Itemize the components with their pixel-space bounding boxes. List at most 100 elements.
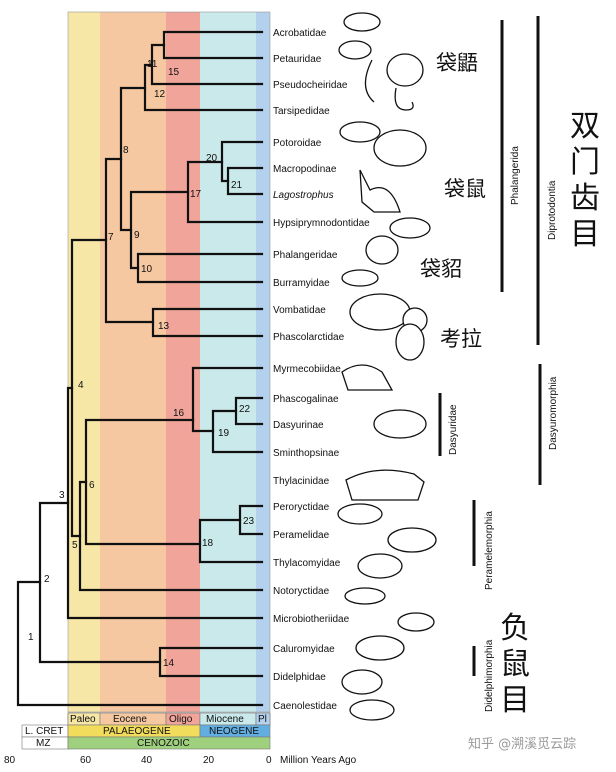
tip-label: Vombatidae xyxy=(273,305,326,316)
node-label: 3 xyxy=(59,490,65,501)
node-label: 14 xyxy=(163,658,175,669)
shuangmen-char: 齿 xyxy=(570,181,600,216)
band-miocene xyxy=(200,12,256,712)
dasyuridae-label: Dasyuridae xyxy=(448,404,459,455)
quoll-drawing xyxy=(373,409,427,439)
shuangmen-char: 双 xyxy=(570,109,600,144)
tip-label: Phascolarctidae xyxy=(273,332,345,343)
numbat-drawing xyxy=(341,364,394,391)
phalangerida-label: Phalangerida xyxy=(510,146,521,205)
tip-label: Lagostrophus xyxy=(273,190,334,201)
node-label: 20 xyxy=(206,153,218,164)
fushu-char: 目 xyxy=(500,683,530,718)
tip-label: Pseudocheiridae xyxy=(273,80,348,91)
shuangmen-char: 门 xyxy=(570,145,600,180)
node-label: 13 xyxy=(158,321,170,332)
dasyuromorphia-label: Dasyuromorphia xyxy=(548,376,559,450)
axis-tick: 40 xyxy=(141,755,153,766)
period-label: NEOGENE xyxy=(209,726,259,737)
node-label: 11 xyxy=(147,59,158,70)
tip-label: Thylacinidae xyxy=(273,476,330,487)
node-label: 1 xyxy=(28,632,34,643)
node-label: 10 xyxy=(141,264,153,275)
band-eocene xyxy=(100,12,166,712)
diprotodontia-label: Diprotodontia xyxy=(547,180,558,240)
node-label: 21 xyxy=(231,180,243,191)
node-label: 17 xyxy=(190,189,202,200)
node-label: 7 xyxy=(108,232,114,243)
period-label: PALAEOGENE xyxy=(103,726,171,737)
daidiao-label: 袋貂 xyxy=(420,257,462,281)
daishu-label: 袋鼠 xyxy=(444,177,486,201)
peramelemorphia-label: Peramelemorphia xyxy=(484,511,495,590)
node-label: 9 xyxy=(134,230,140,241)
epoch-label: Oligo xyxy=(169,714,193,725)
tip-label: Dasyurinae xyxy=(273,420,324,431)
watermark: 知乎 @溯溪觅云踪 xyxy=(468,736,576,752)
band-pliocene xyxy=(256,12,270,712)
kangaroo-drawing xyxy=(339,121,431,239)
band-paleocene xyxy=(68,12,100,712)
band-oligocene xyxy=(166,12,200,712)
animal-illustrations xyxy=(337,12,437,721)
glider-drawing xyxy=(338,12,424,111)
tip-label: Phascogalinae xyxy=(273,394,339,405)
thylacine-drawing xyxy=(345,469,425,501)
daiyou-label: 袋鼯 xyxy=(436,51,478,75)
node-labels: 1 2 3 4 5 6 7 8 9 10 11 12 13 14 15 16 1… xyxy=(28,59,255,669)
tip-label: Tarsipedidae xyxy=(273,106,330,117)
tree-branches xyxy=(16,30,264,707)
tip-label: Potoroidae xyxy=(273,138,322,149)
tip-label: Notoryctidae xyxy=(273,586,330,597)
node-label: 6 xyxy=(89,480,95,491)
clade-bars xyxy=(438,16,542,676)
shuangmen-char: 目 xyxy=(570,217,600,252)
axis-tick: 80 xyxy=(4,755,16,766)
tip-label: Sminthopsinae xyxy=(273,448,340,459)
tip-label: Peroryctidae xyxy=(273,502,330,513)
node-label: 8 xyxy=(123,145,129,156)
didelphimorphia-label: Didelphimorphia xyxy=(484,639,495,712)
bandicoot-drawing xyxy=(337,503,437,579)
period-label: L. CRET xyxy=(25,726,63,737)
epoch-label: Paleo xyxy=(70,714,96,725)
kaola-label: 考拉 xyxy=(440,327,482,351)
node-label: 18 xyxy=(202,538,214,549)
epoch-label: Pl xyxy=(258,714,267,725)
plot-frame xyxy=(67,11,271,713)
epoch-label: Miocene xyxy=(206,714,244,725)
node-label: 15 xyxy=(168,67,180,78)
tip-label: Microbiotheriidae xyxy=(273,614,350,625)
epoch-bands xyxy=(67,11,271,713)
timescale: Paleo Eocene Oligo Miocene Pl L. CRET PA… xyxy=(4,712,357,766)
node-label: 19 xyxy=(218,428,230,439)
node-label: 12 xyxy=(154,89,166,100)
fushu-char: 负 xyxy=(500,611,530,646)
tip-labels: Acrobatidae Petauridae Pseudocheiridae T… xyxy=(273,28,370,712)
axis-tick: 20 xyxy=(203,755,215,766)
era-label: MZ xyxy=(36,738,50,749)
phalanger-drawing xyxy=(341,235,399,287)
tip-label: Phalangeridae xyxy=(273,250,338,261)
era-label: CENOZOIC xyxy=(137,738,190,749)
node-label: 23 xyxy=(243,516,255,527)
node-label: 2 xyxy=(44,574,50,585)
opossum-drawing xyxy=(341,612,435,721)
tip-label: Myrmecobiidae xyxy=(273,364,341,375)
node-label: 16 xyxy=(173,408,185,419)
tip-label: Peramelidae xyxy=(273,530,330,541)
tip-label: Macropodinae xyxy=(273,164,337,175)
axis-tick: 60 xyxy=(80,755,92,766)
axis-title: Million Years Ago xyxy=(280,755,357,766)
node-label: 4 xyxy=(78,380,84,391)
fushu-char: 鼠 xyxy=(500,647,530,682)
cenozoic-bar xyxy=(67,736,271,750)
chinese-annotations: 袋鼯 袋鼠 袋貂 考拉 双 门 齿 目 负 鼠 目 xyxy=(420,51,600,718)
tip-label: Caluromyidae xyxy=(273,644,335,655)
tip-label: Thylacomyidae xyxy=(273,558,341,569)
tip-label: Hypsiprymnodontidae xyxy=(273,218,370,229)
clade-labels: Phalangerida Diprotodontia Dasyuridae Da… xyxy=(448,146,559,712)
tip-label: Petauridae xyxy=(273,54,322,65)
node-label: 22 xyxy=(239,404,251,415)
